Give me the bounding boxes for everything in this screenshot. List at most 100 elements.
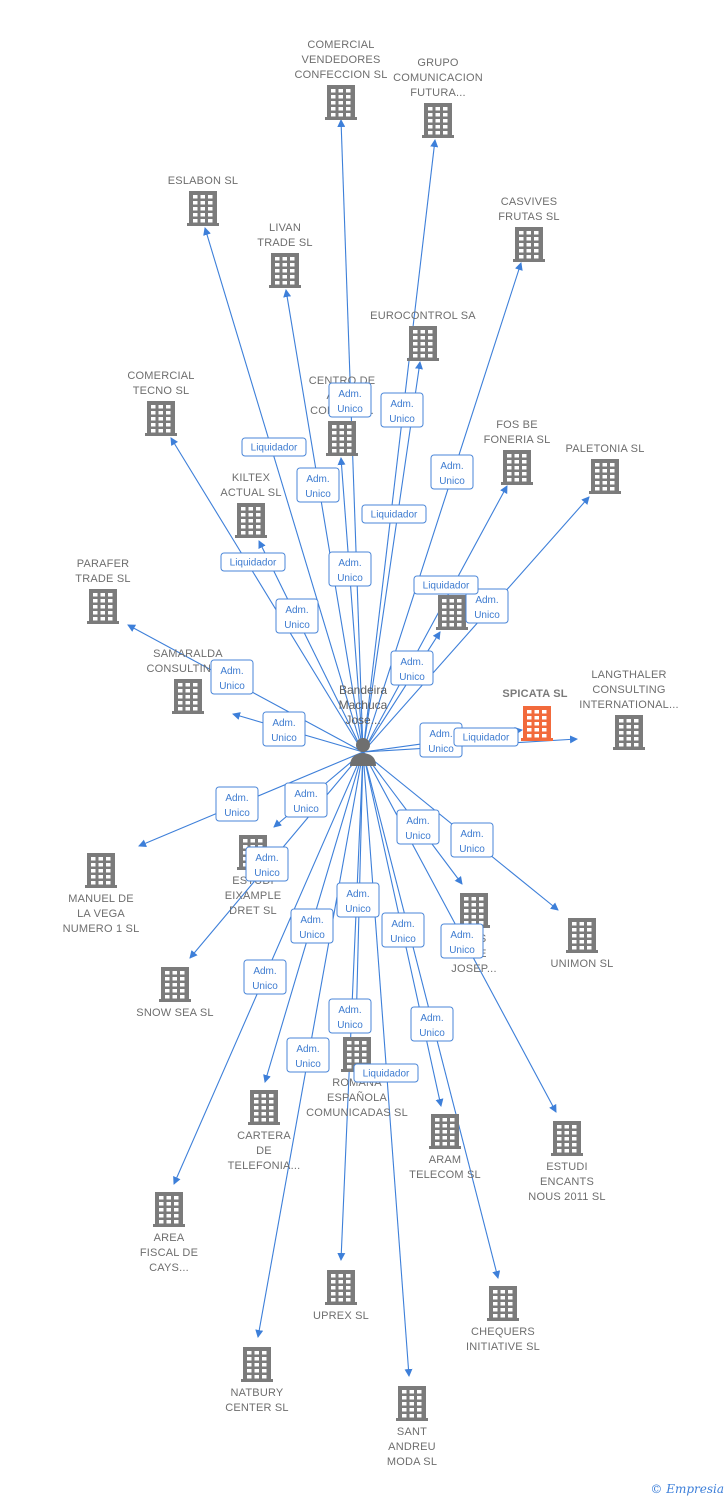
building-icon [396, 1386, 428, 1421]
role-badge-kiltex-actual[interactable]: Liquidador [220, 552, 286, 572]
company-label-line: CHEQUERS [471, 1326, 535, 1338]
role-badge-samaralda-consulting[interactable]: Adm.Unico [262, 711, 306, 747]
company-node-cartera-telefonia[interactable]: CARTERADETELEFONIA... [228, 1090, 301, 1172]
building-icon [422, 103, 454, 138]
role-badge-parafer-trade[interactable]: Adm.Unico [210, 659, 254, 695]
role-text: Adm. [285, 605, 308, 616]
company-node-snow-sea[interactable]: SNOW SEA SL [136, 967, 213, 1019]
role-badge-comercial-tecno[interactable]: Adm.Unico [275, 598, 319, 634]
role-text: Adm. [255, 853, 278, 864]
edge-eslabon [203, 227, 364, 753]
role-badge-comercial-vendedores[interactable]: Adm.Unico [328, 382, 372, 418]
company-label-line: FISCAL DE [140, 1247, 198, 1259]
company-node-eurocontrol[interactable]: EUROCONTROL SA [370, 310, 476, 361]
company-node-paletonia[interactable]: PALETONIA SL [565, 443, 644, 494]
role-text: Unico [439, 476, 465, 487]
role-badge-uprex[interactable]: Adm.Unico [328, 998, 372, 1034]
role-badge-cartera-telefonia[interactable]: Adm.Unico [290, 908, 334, 944]
company-label-line: TRADE SL [75, 573, 130, 585]
building-icon [551, 1121, 583, 1156]
company-label-line: ESLABON SL [168, 175, 238, 187]
role-badge-natbury-center[interactable]: Adm.Unico [286, 1037, 330, 1073]
role-badge-sant-josep[interactable]: Adm.Unico [396, 809, 440, 845]
company-label-line: MANUEL DE [68, 893, 134, 905]
company-node-unimon[interactable]: UNIMON SL [551, 918, 614, 970]
role-badge-romana-espanola[interactable]: Adm.Unico [336, 882, 380, 918]
company-label-line: TECNO SL [133, 385, 190, 397]
role-badge-area-fiscal[interactable]: Adm.Unico [243, 959, 287, 995]
role-text: Adm. [390, 399, 413, 410]
company-label-line: CENTER SL [225, 1402, 289, 1414]
building-icon [501, 450, 533, 485]
role-text: Adm. [346, 889, 369, 900]
role-badge-livan-trade[interactable]: Adm.Unico [296, 467, 340, 503]
role-badge-chequers-initiative[interactable]: Liquidador [353, 1063, 419, 1083]
role-badge-casvives-frutas[interactable]: Adm.Unico [430, 454, 474, 490]
edge-paletonia [362, 496, 590, 753]
role-badge-sant-andreu-moda[interactable]: Adm.Unico [381, 912, 425, 948]
edge-grupo-comunicacion [362, 139, 439, 753]
company-label-line: NUMERO 1 SL [63, 923, 140, 935]
role-badge-paletonia[interactable]: Adm.Unico [465, 588, 509, 624]
role-badge-estudi-encants[interactable]: Adm.Unico [440, 923, 484, 959]
role-badge-spicata[interactable]: Adm.Unico [419, 722, 463, 758]
company-label-line: ACTUAL SL [220, 487, 281, 499]
role-badge-fos-be-foneria[interactable]: Adm. Unico [390, 650, 434, 686]
role-text: Adm. [400, 657, 423, 668]
person-icon [350, 738, 376, 766]
company-label-line: EUROCONTROL SA [370, 310, 476, 322]
role-badge-langthaler[interactable]: Liquidador [453, 727, 519, 747]
company-label-line: ANDREU [388, 1441, 436, 1453]
role-badge-snow-sea[interactable]: Adm.Unico [245, 846, 289, 882]
company-label-line: AREA [154, 1232, 185, 1244]
company-label-line: SNOW SEA SL [136, 1007, 213, 1019]
center-person-node[interactable]: Bandeira Machuca Jose... [339, 683, 388, 766]
role-badge-eslabon[interactable]: Liquidador [241, 437, 307, 457]
company-node-spicata[interactable]: SPICATA SL [502, 688, 568, 741]
building-icon [269, 253, 301, 288]
role-badge-eurocontrol[interactable]: Liquidador [361, 504, 427, 524]
company-label-line: PALETONIA SL [565, 443, 644, 455]
company-node-langthaler[interactable]: LANGTHALERCONSULTINGINTERNATIONAL... [579, 669, 679, 750]
building-icon [87, 589, 119, 624]
company-node-uprex[interactable]: UPREX SL [313, 1270, 369, 1322]
company-label-line: SPICATA SL [502, 688, 567, 700]
role-badge-unimon[interactable]: Adm.Unico [450, 822, 494, 858]
company-label-line: FUTURA... [410, 87, 466, 99]
company-node-eslabon[interactable]: ESLABON SL [168, 175, 238, 226]
building-icon [436, 595, 468, 630]
role-text: Unico [399, 672, 425, 683]
building-icon [513, 227, 545, 262]
company-node-natbury-center[interactable]: NATBURY CENTER SL [225, 1347, 289, 1414]
company-node-kiltex-actual[interactable]: KILTEX ACTUAL SL [220, 472, 281, 538]
role-text: Unico [271, 733, 297, 744]
role-badge-centro-atencion[interactable]: Adm.Unico [328, 551, 372, 587]
role-badge-estudi-eixample[interactable]: Adm.Unico [284, 782, 328, 818]
company-label-line: KILTEX [232, 472, 271, 484]
company-node-samaralda-consulting[interactable]: SAMARALDACONSULTING... [146, 648, 229, 714]
company-label-line: NATBURY [231, 1387, 284, 1399]
building-icon [407, 326, 439, 361]
building-icon [85, 853, 117, 888]
role-badge-milwol[interactable]: Liquidador [413, 575, 479, 595]
role-badge-manuel-de-la-vega[interactable]: Adm.Unico [215, 786, 259, 822]
role-text: Unico [293, 804, 319, 815]
edge-casvives-frutas [362, 262, 523, 753]
role-badge-aram-telecom[interactable]: Adm.Unico [410, 1006, 454, 1042]
company-label-line: TELECOM SL [409, 1169, 481, 1181]
company-node-grupo-comunicacion[interactable]: GRUPOCOMUNICACIONFUTURA... [393, 57, 483, 138]
role-badge-grupo-comunicacion[interactable]: Adm.Unico [380, 392, 424, 428]
company-label-line: TRADE SL [257, 237, 312, 249]
